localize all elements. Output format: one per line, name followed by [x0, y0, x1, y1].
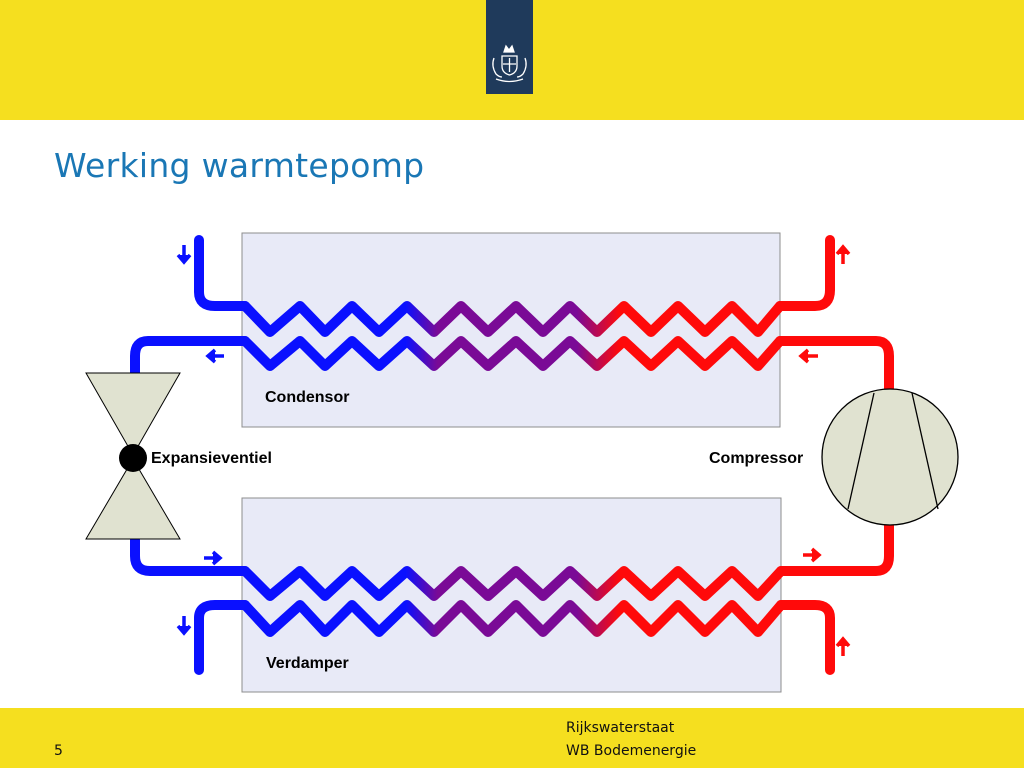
- arrow-icon: [205, 348, 224, 364]
- page-number: 5: [54, 743, 63, 759]
- arrow-icon: [204, 550, 223, 566]
- condenser-inlet-pipe: [194, 235, 250, 311]
- condenser-coil-lower: [240, 336, 785, 371]
- evaporator-label: Verdamper: [266, 655, 349, 672]
- condenser-coil-upper: [240, 301, 785, 337]
- evaporator-inlet-pipe: [194, 600, 250, 675]
- footer-organization: Rijkswaterstaat: [566, 720, 675, 736]
- arrow-icon: [835, 636, 851, 656]
- arrow-icon: [176, 616, 192, 636]
- expansion-valve-label: Expansieventiel: [151, 450, 272, 467]
- condenser-label: Condensor: [265, 389, 350, 406]
- arrow-icon: [835, 244, 851, 264]
- evaporator-coil-lower: [240, 600, 786, 637]
- logo: [486, 0, 533, 94]
- arrow-icon: [176, 245, 192, 265]
- condenser-to-valve-pipe: [130, 336, 250, 383]
- footer-department: WB Bodemenergie: [566, 743, 697, 759]
- compressor-to-condenser-pipe: [775, 336, 894, 401]
- arrow-icon: [803, 547, 822, 563]
- evaporator-outlet-pipe: [776, 600, 835, 675]
- expansion-valve: [85, 372, 181, 540]
- page-title: Werking warmtepomp: [54, 146, 425, 185]
- compressor: [821, 388, 959, 526]
- arrow-icon: [798, 348, 818, 364]
- evaporator-to-compressor-pipe: [776, 513, 894, 576]
- footer-band: [0, 708, 1024, 768]
- valve-to-evaporator-pipe: [130, 535, 250, 576]
- compressor-label: Compressor: [709, 450, 804, 467]
- evaporator-coil-upper: [240, 566, 786, 601]
- condenser-outlet-pipe: [775, 235, 835, 311]
- crest-icon: [492, 44, 527, 83]
